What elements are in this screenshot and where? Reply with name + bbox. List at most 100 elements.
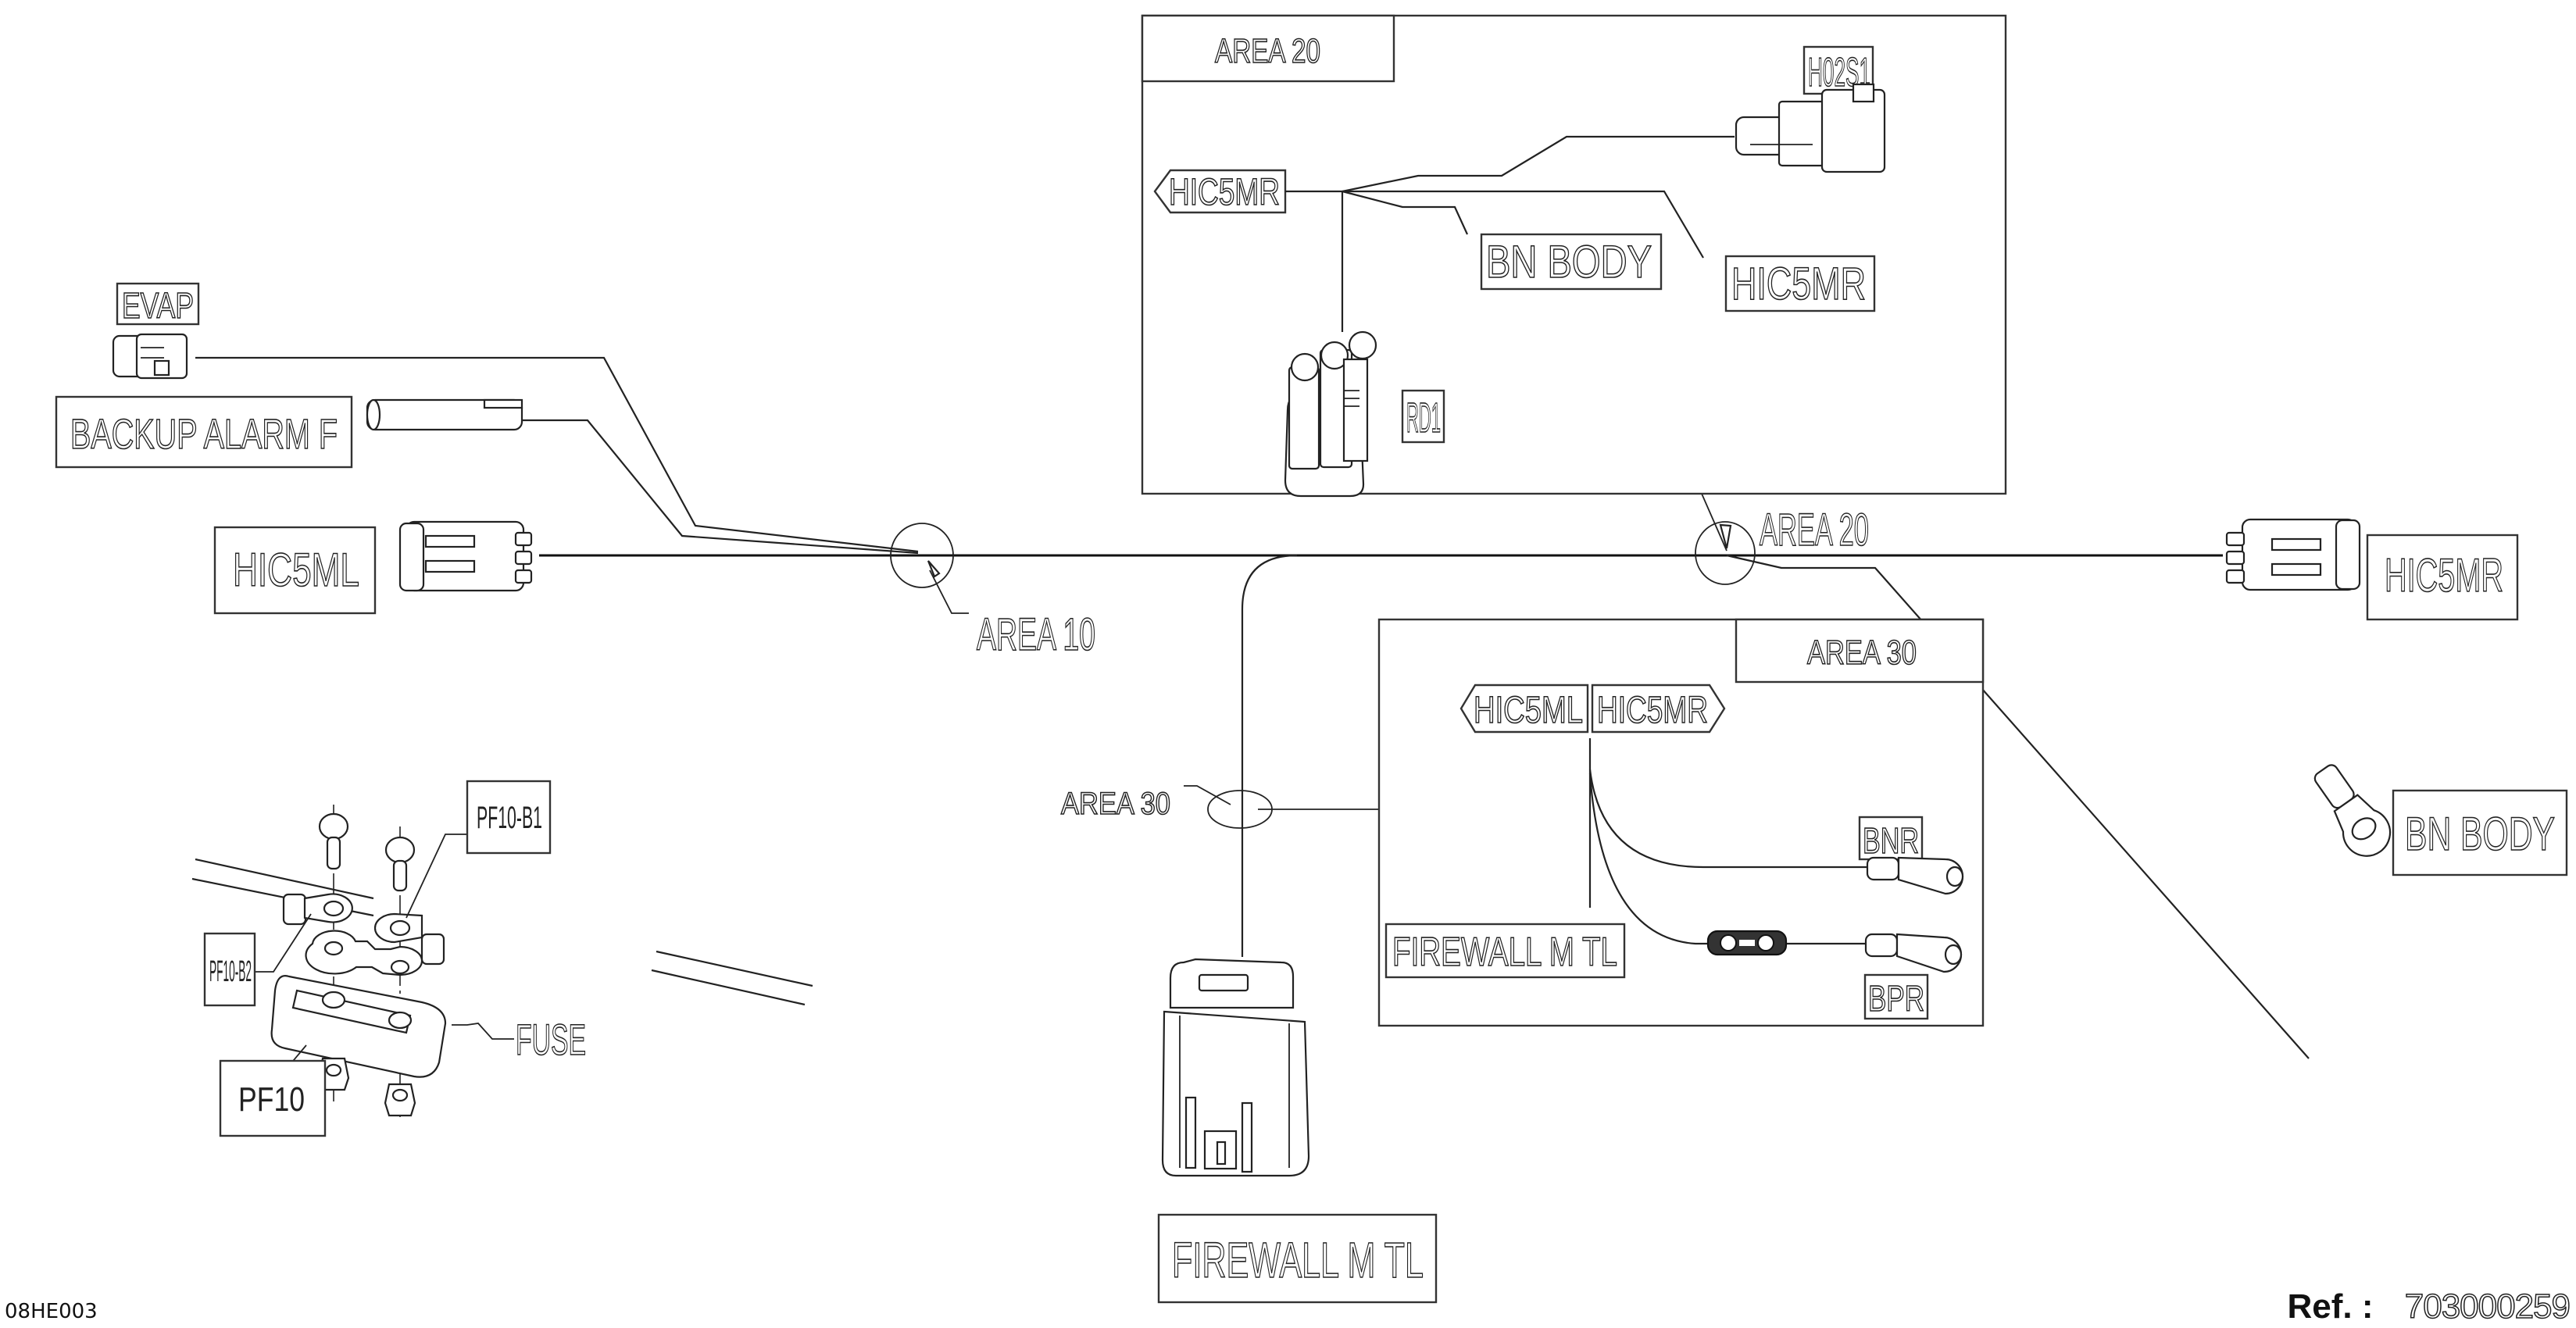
area20-bn-body-label: BN BODY (1486, 237, 1652, 287)
pf10-label: PF10 (238, 1080, 305, 1119)
area20-wire-hic5mr (1342, 190, 1704, 259)
area30-tag-left-label: HIC5ML (1474, 690, 1583, 731)
rd1-connector[interactable]: RD1 (1284, 330, 1445, 498)
evap-plug-icon (112, 333, 188, 380)
area20-hic5mr-connector[interactable]: HIC5MR (1724, 255, 1876, 312)
h02s1-plug-icon (1735, 83, 1886, 173)
firewall-connector[interactable]: FIREWALL M TL (1157, 958, 1438, 1304)
firewall-branch-wire (1241, 554, 1298, 957)
fuse-leader (452, 1023, 514, 1040)
hic5ml-label-box (213, 526, 377, 615)
ref-label: Ref. : (2287, 1287, 2374, 1326)
fuse-label: FUSE (516, 1015, 586, 1064)
rd1-label: RD1 (1406, 394, 1441, 441)
area30-tag-right-shape (1591, 684, 1726, 734)
pf10-callout[interactable]: PF10 (219, 1059, 327, 1137)
bnr-label-box (1858, 816, 1924, 861)
backup-alarm-terminal-icon (366, 398, 523, 431)
firewall-label: FIREWALL M TL (1172, 1232, 1424, 1288)
cable-b1-bottom (651, 969, 806, 1006)
reference-block: Ref. : 703000259 (2287, 1287, 2571, 1326)
bnr-label: BNR (1863, 820, 1919, 861)
pf10-base-icon (270, 975, 447, 1078)
rd1-label-box (1401, 389, 1445, 444)
hic5ml-connector[interactable]: HIC5ML (213, 520, 533, 615)
area30-wire-bpr (1588, 773, 1867, 945)
area10-arrow-icon (927, 560, 941, 578)
firewall-plug-icon (1161, 958, 1310, 1177)
drawing-code: 08HE003 (5, 1300, 98, 1323)
pf10-b1-label: PF10-B1 (477, 801, 542, 835)
h02s1-connector[interactable]: H02S1 (1735, 45, 1886, 173)
ref-number: 703000259 (2404, 1287, 2571, 1326)
ring-terminal-b2-icon (282, 893, 353, 926)
pf10-b1-leader (406, 834, 467, 919)
area30-from-tag-left[interactable]: HIC5ML (1459, 684, 1589, 734)
hic5mr-plug-icon (2225, 518, 2361, 591)
area20-wire-bn-body (1342, 190, 1469, 235)
area30-wire-bnr (1588, 769, 1867, 869)
area20-marker-circle[interactable] (1695, 521, 1756, 585)
nut-right-icon (384, 1083, 416, 1117)
ring-terminal-b1-icon (373, 912, 445, 966)
bpr-label: BPR (1868, 978, 1924, 1019)
evap-connector[interactable]: EVAP (112, 282, 200, 380)
area30-detail-panel: AREA 30 HIC5ML HIC5MR FIREWALL M TL (1377, 618, 1985, 1027)
area20-callout[interactable]: AREA 20 (1695, 504, 1870, 585)
area10-marker-circle[interactable] (890, 523, 954, 588)
area20-bn-body-connector[interactable]: BN BODY (1480, 233, 1663, 291)
pf10-b1-label-box (466, 780, 552, 855)
hic5ml-plug-icon (398, 520, 533, 592)
bn-body-label-box (2392, 789, 2568, 876)
area30-title-box (1735, 618, 1985, 684)
area30-firewall-connector[interactable]: FIREWALL M TL (1384, 923, 1626, 979)
area20-detail-panel: AREA 20 HIC5MR H02S1 BN BOD (1141, 14, 2007, 498)
area20-wire-h02s1 (1342, 135, 1735, 193)
area20-from-tag-label: HIC5MR (1169, 172, 1280, 213)
backup-alarm-wire (522, 419, 919, 555)
bn-body-label: BN BODY (2405, 808, 2555, 860)
pf10-b2-label-box (203, 932, 256, 1007)
bn-body-ring-terminal-icon (2313, 764, 2392, 857)
bolt-right-icon (384, 836, 416, 892)
evap-label: EVAP (122, 285, 194, 326)
nut-left-icon (317, 1057, 350, 1091)
area10-leader (929, 569, 969, 614)
area30-firewall-label-box (1384, 923, 1626, 979)
pf10-label-box (219, 1059, 327, 1137)
hic5ml-label: HIC5ML (233, 544, 359, 596)
fuse-link-icon (305, 930, 423, 976)
bpr-connector[interactable]: BPR (1863, 933, 1963, 1020)
area20-from-tag[interactable]: HIC5MR (1153, 169, 1287, 214)
area30-tag-right-label: HIC5MR (1597, 690, 1708, 731)
area20-hic5mr-label-box (1724, 255, 1876, 312)
evap-label-box (116, 282, 200, 326)
hic5mr-label-box (2366, 534, 2519, 621)
pf10-b1-callout[interactable]: PF10-B1 (466, 780, 552, 855)
bn-body-connector[interactable]: BN BODY (2303, 756, 2568, 876)
backup-alarm-connector[interactable]: BACKUP ALARM F (55, 395, 523, 469)
evap-wire (195, 356, 919, 553)
fuse-callout[interactable]: FUSE (515, 1014, 587, 1065)
bolt-left-icon (318, 812, 349, 870)
bnr-connector[interactable]: BNR (1858, 816, 1964, 895)
fuse-holder-detail: PF10-B1 PF10-B2 FUSE PF10 (191, 780, 813, 1137)
area30-callout-label: AREA 30 (1061, 787, 1170, 821)
area10-label: AREA 10 (977, 609, 1095, 660)
area10-callout[interactable]: AREA 10 (890, 523, 1096, 661)
area20-bn-body-label-box (1480, 233, 1663, 291)
area20-callout-label: AREA 20 (1760, 505, 1869, 555)
area20-title-box (1141, 14, 1395, 83)
pf10-b2-leader (255, 913, 312, 973)
hic5mr-connector[interactable]: HIC5MR (2225, 518, 2519, 621)
bnr-ring-terminal-icon (1866, 856, 1964, 895)
backup-alarm-label: BACKUP ALARM F (70, 411, 338, 458)
area30-tag-left-shape (1459, 684, 1589, 734)
area20-hic5mr-label: HIC5MR (1731, 259, 1866, 309)
hic5mr-label: HIC5MR (2385, 549, 2503, 602)
pf10-b2-callout[interactable]: PF10-B2 (203, 932, 256, 1007)
area20-pointer-line (1701, 493, 1727, 552)
area30-from-tag-right[interactable]: HIC5MR (1591, 684, 1726, 734)
area30-leader (1184, 785, 1231, 805)
